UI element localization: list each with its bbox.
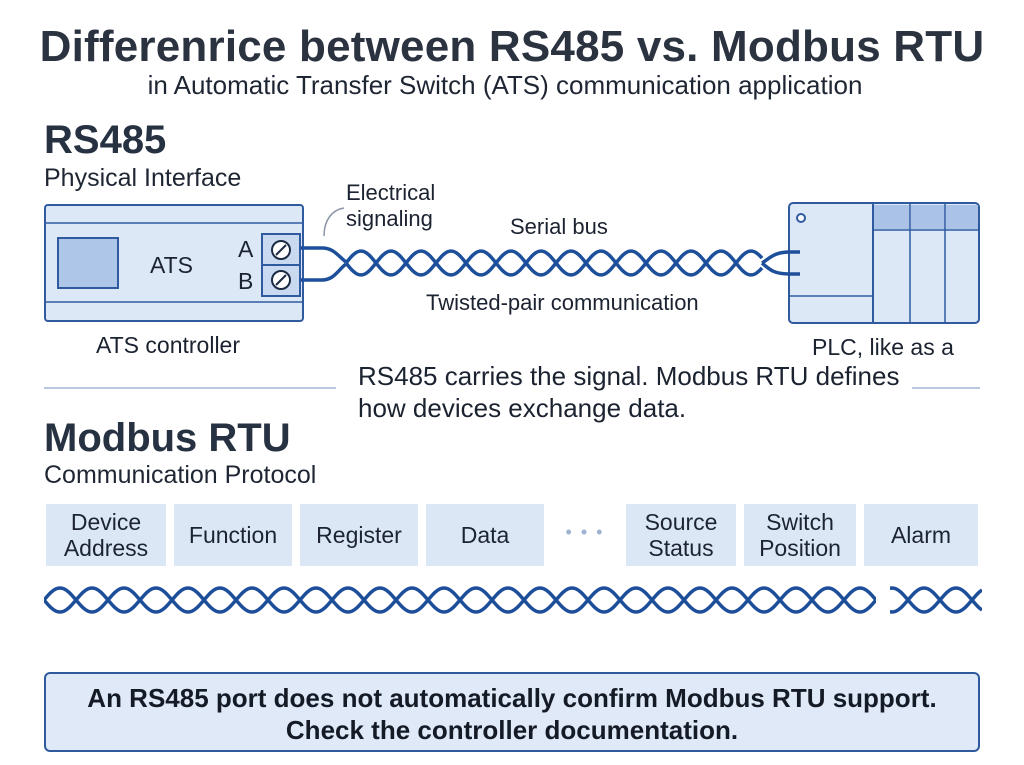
frame-field-function: Function [174,504,292,566]
frame-field-data: Data [426,504,544,566]
plc-device [788,202,982,324]
support-note-line-1: An RS485 port does not automatically con… [87,683,937,713]
divider-left [44,387,336,389]
terminal-b-label: B [238,268,254,294]
support-note-line-2: Check the controller documentation. [285,715,739,745]
rs485-section-title: RS485 [44,118,167,162]
frame-ellipsis: • • • [565,522,605,542]
serial-bus-label: Serial bus [510,214,608,239]
twisted-pair-label: Twisted-pair communication [426,290,699,315]
summary-text: RS485 carries the signal. Modbus RTU def… [358,361,900,423]
ats-box-label: ATS [150,252,194,278]
frame-field-source-status: Source Status [626,504,736,566]
ats-device-graphic [44,204,304,322]
electrical-signaling-label: Electrical signaling [346,180,436,231]
rs485-section-subtitle: Physical Interface [44,164,242,192]
ats-controller-device: ATS A B [44,204,306,322]
modbus-section-subtitle: Communication Protocol [44,461,317,489]
terminal-a-label: A [238,236,254,262]
signaling-callout-line [323,207,345,237]
frame-field-switch-position: Switch Position [744,504,856,566]
frame-field-alarm: Alarm [864,504,978,566]
page-subtitle: in Automatic Transfer Switch (ATS) commu… [147,70,863,100]
plc-device-graphic [788,202,980,324]
divider-right [912,387,980,389]
frame-field-register: Register [300,504,418,566]
frame-field-device-address: Device Address [46,504,166,566]
modbus-section-title: Modbus RTU [44,416,291,460]
rs485-twisted-pair-cable [300,246,800,282]
plc-caption: PLC, like as a [812,334,954,360]
support-note-box: An RS485 port does not automatically con… [44,672,980,752]
modbus-twisted-pair-cable [44,586,982,614]
ats-controller-caption: ATS controller [96,332,241,358]
page-title: Differenrice between RS485 vs. Modbus RT… [39,22,985,71]
